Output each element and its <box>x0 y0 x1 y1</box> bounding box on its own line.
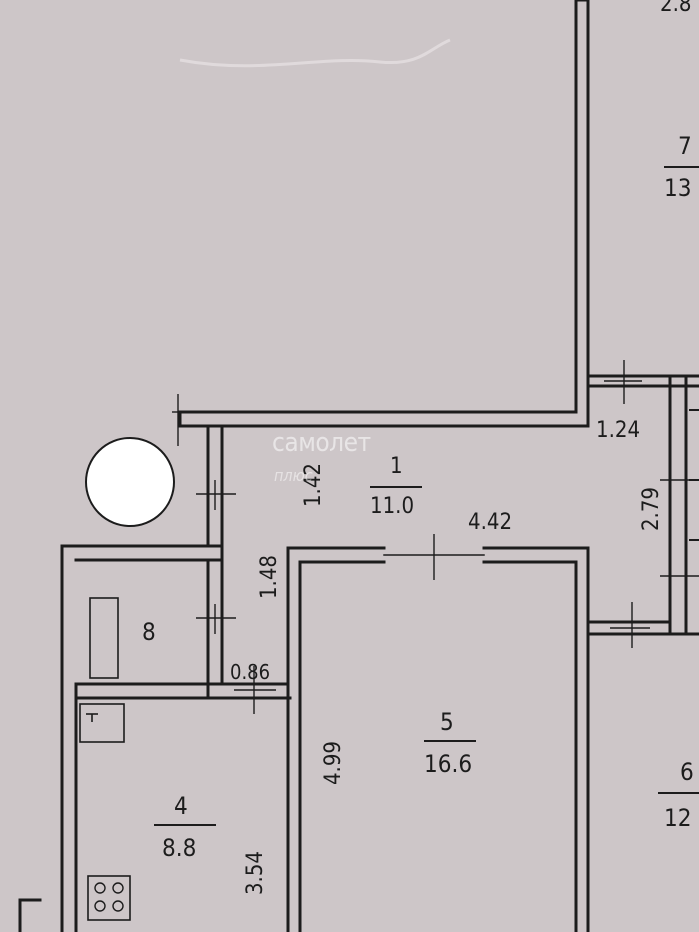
room1-area: 11.0 <box>370 494 415 519</box>
room4-divider <box>154 824 216 826</box>
room7-number: 7 <box>678 132 692 160</box>
wall-room7 <box>178 0 590 428</box>
wall-room4-top <box>74 682 292 700</box>
paper-crease <box>179 38 451 68</box>
dim-1-48: 1.48 <box>257 554 283 600</box>
room6-area: 12 <box>664 804 692 832</box>
wall-right-column <box>668 374 699 636</box>
room1-divider <box>370 486 422 488</box>
vent-circle <box>85 437 175 527</box>
dim-4-99: 4.99 <box>321 740 347 786</box>
dim-3-54: 3.54 <box>243 850 269 896</box>
room1-number: 1 <box>390 454 403 479</box>
sink-icon <box>79 703 125 743</box>
wall-room8 <box>60 544 224 932</box>
wall-corridor-left <box>206 424 224 548</box>
room5-divider <box>424 740 476 742</box>
bathtub-icon <box>89 597 119 679</box>
room8-number: 8 <box>142 618 156 646</box>
watermark-sub: плюс <box>274 466 313 485</box>
dim-0-86: 0.86 <box>230 660 271 684</box>
room6-divider <box>658 792 699 794</box>
dim-1-24: 1.24 <box>596 418 641 443</box>
room4-area: 8.8 <box>162 834 197 862</box>
wall-room5 <box>286 546 590 932</box>
dim-4-42: 4.42 <box>468 510 513 535</box>
room7-divider <box>664 166 699 168</box>
wall-right-partition <box>586 374 699 388</box>
room5-number: 5 <box>440 708 454 736</box>
room6-number: 6 <box>680 758 694 786</box>
watermark-brand: самолет <box>272 428 371 458</box>
room4-number: 4 <box>174 792 188 820</box>
top-corner-dim: 2.8 <box>660 0 692 17</box>
room7-area: 13 <box>664 174 692 202</box>
dim-2-79: 2.79 <box>639 486 665 532</box>
stove-icon <box>87 875 131 921</box>
wall-room6 <box>586 620 672 636</box>
room5-area: 16.6 <box>424 750 473 778</box>
